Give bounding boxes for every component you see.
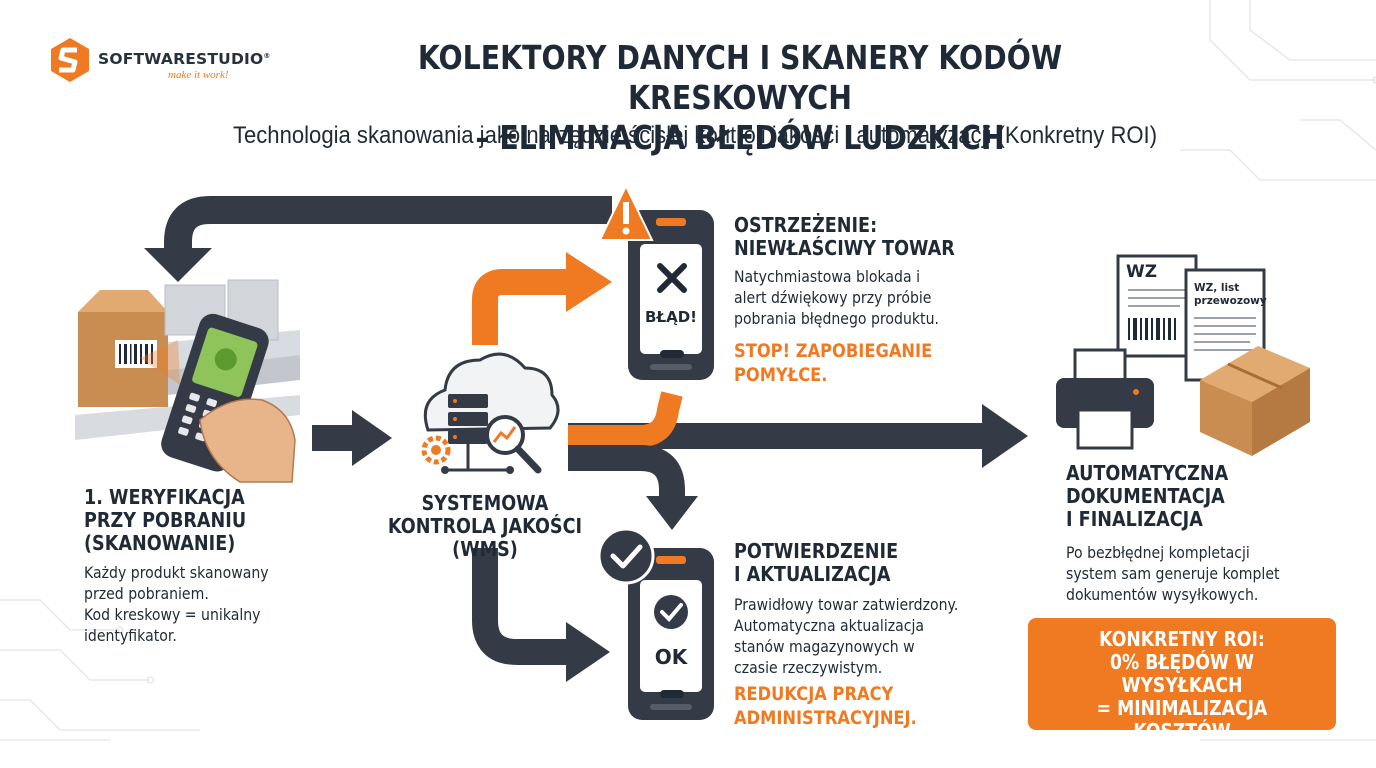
confirm-highlight-line: REDUKCJA PRACY bbox=[734, 684, 894, 705]
arrow-branch-down bbox=[568, 445, 698, 530]
page-subtitle: Technologia skanowania jako narzędzie śc… bbox=[232, 122, 1158, 149]
logo[interactable]: SOFTWARESTUDIO® make it work! bbox=[48, 38, 288, 88]
confirm-desc-line: Prawidłowy towar zatwierdzony. bbox=[734, 595, 959, 614]
warning-device bbox=[598, 183, 714, 380]
title-line-2: – ELIMINACJA BŁĘDÓW LUDZKICH bbox=[475, 118, 1005, 157]
ok-screen-label: OK bbox=[654, 645, 688, 669]
circuit-decoration bbox=[0, 0, 1376, 741]
warning-desc-line: pobrania błędnego produktu. bbox=[734, 309, 939, 328]
docs-desc-line: dokumentów wysyłkowych. bbox=[1066, 585, 1259, 604]
step1-desc-line: przed pobraniem. bbox=[84, 584, 209, 603]
step1-desc-line: Każdy produkt skanowany bbox=[84, 563, 269, 582]
step1-desc-line: Kod kreskowy = unikalny bbox=[84, 605, 261, 624]
docs-description: Po bezbłędnej kompletacji system sam gen… bbox=[1066, 542, 1279, 605]
confirm-heading-line: POTWIERDZENIE bbox=[734, 539, 899, 563]
logo-name: SOFTWARESTUDIO bbox=[98, 50, 264, 68]
warning-highlight-line: POMYŁCE. bbox=[734, 365, 828, 386]
waybill-label-line: przewozowy bbox=[1194, 295, 1267, 307]
arrow-to-docs bbox=[568, 391, 1028, 468]
roi-line: KONKRETNY ROI: bbox=[1099, 627, 1265, 651]
system-heading-line: SYSTEMOWA bbox=[421, 491, 549, 515]
docs-heading: AUTOMATYCZNA DOKUMENTACJA I FINALIZACJA bbox=[1066, 462, 1228, 531]
confirm-highlight-line: ADMINISTRACYJNEJ. bbox=[734, 708, 917, 729]
warning-desc-line: Natychmiastowa blokada i bbox=[734, 267, 920, 286]
waybill-label-line: WZ, list bbox=[1194, 282, 1240, 294]
error-screen-label: BŁĄD! bbox=[645, 308, 697, 326]
scanner-illustration bbox=[75, 279, 300, 483]
docs-heading-line: I FINALIZACJA bbox=[1066, 507, 1203, 531]
system-heading: SYSTEMOWA KONTROLA JAKOŚCI (WMS) bbox=[384, 492, 586, 561]
warning-highlight: STOP! ZAPOBIEGANIE POMYŁCE. bbox=[734, 340, 932, 388]
confirm-heading: POTWIERDZENIE I AKTUALIZACJA bbox=[734, 540, 898, 586]
docs-desc-line: Po bezbłędnej kompletacji bbox=[1066, 543, 1250, 562]
logo-mark bbox=[51, 38, 89, 82]
title-line-1: KOLEKTORY DANYCH I SKANERY KODÓW KRESKOW… bbox=[417, 38, 1063, 117]
confirm-desc-line: czasie rzeczywistym. bbox=[734, 658, 883, 677]
arrow-to-system bbox=[312, 410, 392, 466]
arrow-to-confirm bbox=[472, 548, 610, 682]
docs-heading-line: DOKUMENTACJA bbox=[1066, 484, 1225, 508]
system-heading-line: KONTROLA JAKOŚCI bbox=[387, 514, 583, 538]
step1-description: Każdy produkt skanowany przed pobraniem.… bbox=[84, 562, 269, 646]
wz-document-label: WZ bbox=[1126, 262, 1158, 282]
waybill-document-label: WZ, list przewozowy bbox=[1194, 282, 1267, 308]
logo-tagline: make it work! bbox=[168, 69, 229, 81]
roi-box bbox=[1028, 618, 1336, 730]
step1-heading: 1. WERYFIKACJA PRZY POBRANIU (SKANOWANIE… bbox=[84, 486, 246, 555]
warning-heading: OSTRZEŻENIE: NIEWŁAŚCIWY TOWAR bbox=[734, 214, 955, 260]
step1-desc-line: identyfikator. bbox=[84, 626, 177, 645]
confirm-highlight: REDUKCJA PRACY ADMINISTRACYJNEJ. bbox=[734, 683, 917, 731]
roi-line: = MINIMALIZACJA KOSZTÓW bbox=[1096, 696, 1268, 743]
docs-heading-line: AUTOMATYCZNA bbox=[1066, 461, 1229, 485]
documents-illustration bbox=[1056, 254, 1310, 456]
warning-highlight-line: STOP! ZAPOBIEGANIE bbox=[734, 341, 933, 362]
step1-heading-line: PRZY POBRANIU bbox=[84, 508, 247, 532]
warning-heading-line: NIEWŁAŚCIWY TOWAR bbox=[734, 236, 955, 260]
warning-description: Natychmiastowa blokada i alert dźwiękowy… bbox=[734, 266, 939, 329]
step1-heading-line: (SKANOWANIE) bbox=[84, 531, 236, 555]
confirm-heading-line: I AKTUALIZACJA bbox=[734, 562, 891, 586]
confirm-description: Prawidłowy towar zatwierdzony. Automatyc… bbox=[734, 594, 958, 678]
registered-mark: ® bbox=[263, 51, 271, 60]
cloud-server-illustration bbox=[421, 352, 560, 474]
arrow-to-warning bbox=[472, 252, 612, 345]
docs-desc-line: system sam generuje komplet bbox=[1066, 564, 1280, 583]
warning-desc-line: alert dźwiękowy przy próbie bbox=[734, 288, 932, 307]
step1-heading-line: 1. WERYFIKACJA bbox=[84, 485, 245, 509]
system-heading-line: (WMS) bbox=[452, 537, 518, 561]
confirm-desc-line: stanów magazynowych w bbox=[734, 637, 915, 656]
feedback-arrow bbox=[144, 196, 612, 282]
page-title: KOLEKTORY DANYCH I SKANERY KODÓW KRESKOW… bbox=[362, 38, 1119, 158]
confirm-desc-line: Automatyczna aktualizacja bbox=[734, 616, 925, 635]
confirm-device bbox=[597, 527, 714, 720]
roi-line: REKLAMACJI I ZWROTÓW. bbox=[1058, 742, 1306, 766]
warning-heading-line: OSTRZEŻENIE: bbox=[734, 213, 878, 237]
roi-text: KONKRETNY ROI: 0% BŁĘDÓW W WYSYŁKACH = M… bbox=[1028, 628, 1336, 766]
roi-line: 0% BŁĘDÓW W WYSYŁKACH bbox=[1110, 650, 1254, 697]
